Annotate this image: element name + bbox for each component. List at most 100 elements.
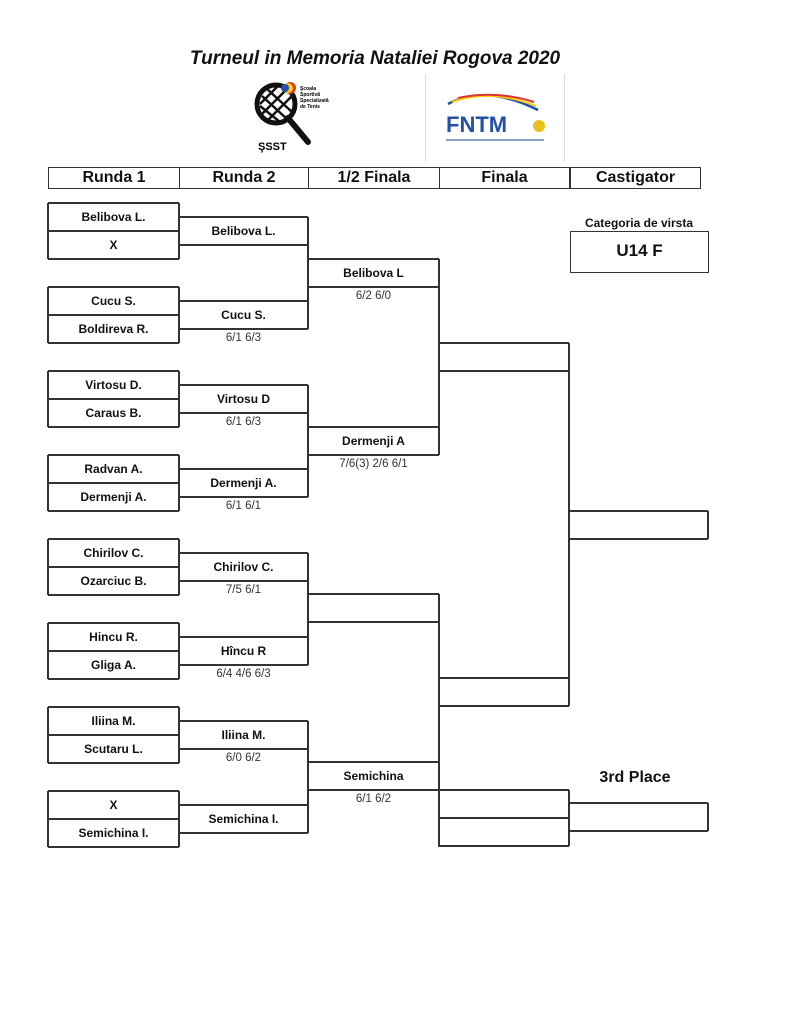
round2-score: 6/1 6/3 xyxy=(225,416,262,428)
bracket-line xyxy=(438,259,440,455)
round1-player: Semichina I. xyxy=(78,826,149,840)
bracket-line xyxy=(308,454,439,456)
semifinal-score: 6/1 6/2 xyxy=(355,793,392,805)
bracket-line xyxy=(439,705,569,707)
bracket-line xyxy=(48,370,179,372)
bracket-line xyxy=(47,203,49,259)
bracket-line xyxy=(178,371,180,427)
category-label: Categoria de virsta xyxy=(584,216,694,230)
bracket-line xyxy=(178,539,180,595)
bracket-line xyxy=(48,454,179,456)
bracket-line xyxy=(47,371,49,427)
round2-winner: Chirilov C. xyxy=(213,560,274,574)
bracket-line xyxy=(48,398,179,400)
svg-text:Specializată: Specializată xyxy=(300,98,329,104)
bracket-line xyxy=(48,510,179,512)
round2-winner: Belibova L. xyxy=(211,224,276,238)
bracket-line xyxy=(48,258,179,260)
semifinal-score: 7/6(3) 2/6 6/1 xyxy=(339,458,408,470)
bracket-line xyxy=(707,803,709,831)
bracket-line xyxy=(308,286,439,288)
bracket-line xyxy=(439,789,569,791)
round2-score: 7/5 6/1 xyxy=(225,584,262,596)
svg-text:Sportivă: Sportivă xyxy=(300,92,320,98)
bracket-line xyxy=(178,707,180,763)
round1-player: Belibova L. xyxy=(81,210,146,224)
category-value: U14 F xyxy=(570,231,709,273)
bracket-line xyxy=(707,511,709,539)
round2-score: 6/1 6/1 xyxy=(225,500,262,512)
bracket-line xyxy=(48,594,179,596)
bracket-line xyxy=(569,802,708,804)
fntm-logo: FNTM xyxy=(425,74,565,162)
bracket-line xyxy=(48,566,179,568)
bracket-line xyxy=(308,426,439,428)
bracket-line xyxy=(439,677,569,679)
bracket-line xyxy=(308,789,439,791)
bracket-line xyxy=(48,790,179,792)
bracket-line xyxy=(307,217,309,329)
bracket-line xyxy=(178,791,180,847)
bracket-line xyxy=(438,594,440,847)
bracket-line xyxy=(47,791,49,847)
bracket-line xyxy=(179,216,308,218)
bracket-line xyxy=(48,482,179,484)
bracket-line xyxy=(179,468,308,470)
bracket-line xyxy=(439,817,569,819)
bracket-line xyxy=(179,720,308,722)
round1-player: Iliina M. xyxy=(91,714,136,728)
bracket-line xyxy=(569,510,708,512)
bracket-line xyxy=(48,622,179,624)
round1-player: X xyxy=(109,798,118,812)
bracket-line xyxy=(179,328,308,330)
bracket-line xyxy=(568,343,570,706)
header-castigator: Castigator xyxy=(570,167,701,189)
bracket-line xyxy=(179,804,308,806)
bracket-line xyxy=(48,286,179,288)
sst-logo: Şcoala Sportivă Specializată de Tenis ŞS… xyxy=(252,78,342,158)
round2-winner: Dermenji A. xyxy=(210,476,277,490)
bracket-line xyxy=(307,385,309,497)
bracket-line xyxy=(179,244,308,246)
bracket-line xyxy=(179,552,308,554)
bracket-line xyxy=(307,721,309,833)
round2-score: 6/1 6/3 xyxy=(225,332,262,344)
svg-text:de Tenis: de Tenis xyxy=(300,104,320,110)
round1-player: Dermenji A. xyxy=(80,490,147,504)
bracket-line xyxy=(178,623,180,679)
third-place-player xyxy=(439,790,569,818)
bracket-line xyxy=(568,790,570,846)
bracket-line xyxy=(439,845,569,847)
bracket-line xyxy=(48,426,179,428)
svg-text:FNTM: FNTM xyxy=(446,112,507,137)
bracket-line xyxy=(48,342,179,344)
svg-text:ŞSST: ŞSST xyxy=(258,141,287,153)
bracket-line xyxy=(569,830,708,832)
bracket-line xyxy=(48,818,179,820)
round2-winner: Hîncu R xyxy=(220,644,267,658)
third-place-player xyxy=(439,818,569,846)
finalist xyxy=(439,678,569,706)
round1-player: Chirilov C. xyxy=(83,546,144,560)
bracket-line xyxy=(48,650,179,652)
bracket-line xyxy=(48,538,179,540)
semifinal-winner: Semichina xyxy=(343,769,404,783)
finalist xyxy=(439,343,569,371)
bracket-line xyxy=(439,342,569,344)
round1-player: X xyxy=(109,238,118,252)
champion xyxy=(569,511,708,539)
bracket-line xyxy=(47,455,49,511)
round1-player: Caraus B. xyxy=(85,406,142,420)
round1-player: Hincu R. xyxy=(89,630,138,644)
bracket-line xyxy=(308,593,439,595)
round1-player: Gliga A. xyxy=(91,658,136,672)
bracket-line xyxy=(178,287,180,343)
bracket-line xyxy=(179,580,308,582)
bracket-line xyxy=(179,496,308,498)
header-runda-2: Runda 2 xyxy=(179,167,309,189)
header-1-2-finala: 1/2 Finala xyxy=(308,167,440,189)
bracket-line xyxy=(48,846,179,848)
round2-winner: Semichina I. xyxy=(208,812,279,826)
bracket-line xyxy=(439,370,569,372)
bracket-line xyxy=(47,287,49,343)
